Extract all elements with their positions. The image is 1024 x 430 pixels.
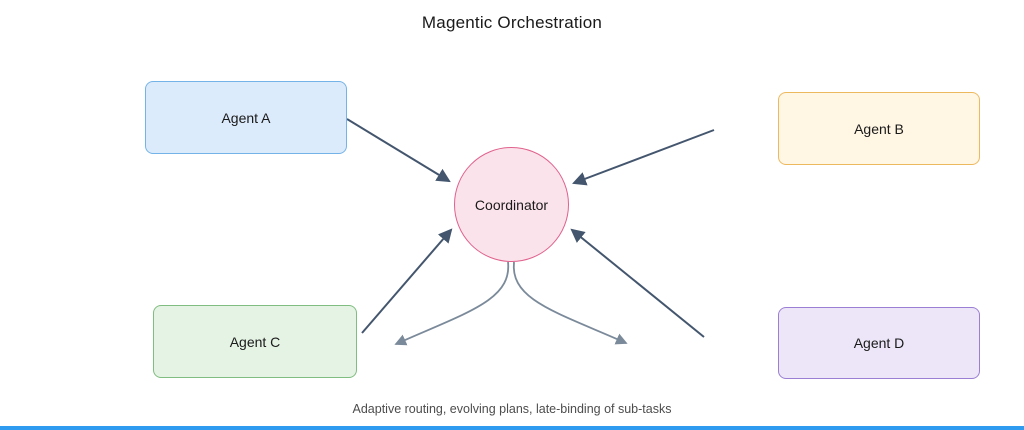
- node-agent-b-label: Agent B: [854, 120, 904, 137]
- node-agent-d: Agent D: [778, 307, 980, 379]
- node-agent-a: Agent A: [145, 81, 347, 154]
- diagram-title: Magentic Orchestration: [421, 13, 603, 32]
- node-agent-d-label: Agent D: [853, 335, 905, 351]
- edge-agent-b-to-coordinator: [572, 129, 715, 186]
- edge-coordinator-routing-left: [394, 261, 509, 346]
- node-agent-c: Agent C: [153, 305, 357, 378]
- edge-agent-d-to-coordinator: [570, 228, 705, 338]
- node-coordinator-label: Coordinator: [474, 196, 549, 213]
- node-agent-a-label: Agent A: [221, 109, 271, 126]
- bottom-accent-bar: [0, 426, 1024, 430]
- node-agent-c-label: Agent C: [229, 333, 281, 350]
- edge-agent-c-to-coordinator: [361, 228, 453, 334]
- edge-agent-a-to-coordinator: [346, 118, 451, 183]
- edge-coordinator-routing-right: [513, 261, 628, 345]
- node-coordinator: Coordinator: [454, 147, 569, 262]
- diagram-caption: Adaptive routing, evolving plans, late-b…: [352, 402, 672, 416]
- node-agent-b: Agent B: [778, 92, 980, 165]
